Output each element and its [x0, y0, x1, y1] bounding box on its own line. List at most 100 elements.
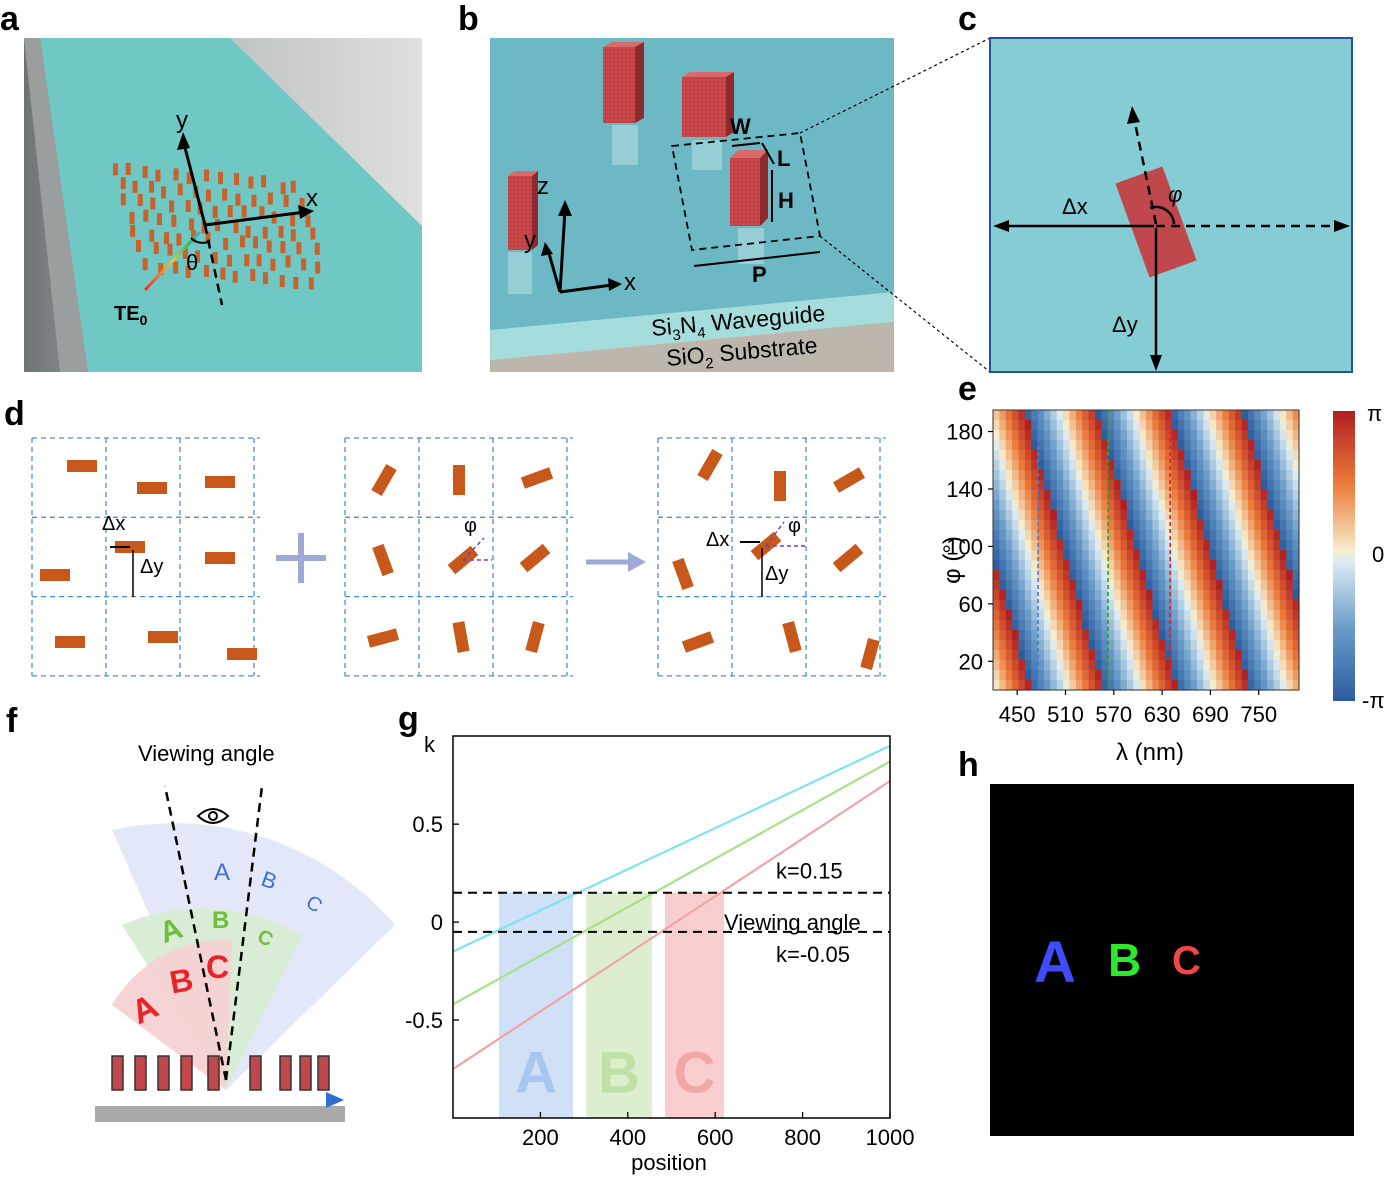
- heatmap-cell: [1056, 500, 1064, 511]
- nanopillar: [201, 221, 207, 234]
- heatmap-cell: [1082, 560, 1090, 571]
- heatmap-cell: [1139, 510, 1147, 521]
- heatmap-cell: [1050, 680, 1058, 691]
- heatmap-cell: [1222, 670, 1230, 681]
- heatmap-cell: [1152, 590, 1160, 601]
- heatmap-cell: [1024, 480, 1032, 491]
- heatmap-cell: [1177, 550, 1185, 561]
- heatmap-cell: [1044, 490, 1051, 501]
- heatmap-cell: [1018, 530, 1026, 541]
- heatmap-cell: [1241, 640, 1249, 651]
- heatmap-cell: [1018, 580, 1026, 591]
- heatmap-cell: [999, 480, 1007, 491]
- nanopillar: [240, 235, 246, 248]
- nanopillar: [189, 218, 195, 231]
- heatmap-cell: [1165, 540, 1173, 551]
- heatmap-cell: [1107, 450, 1115, 461]
- heatmap-cell: [1044, 650, 1051, 661]
- heatmap-cell: [1133, 520, 1141, 531]
- heatmap-cell: [1152, 650, 1160, 661]
- heatmap-cell: [1203, 610, 1211, 621]
- heatmap-cell: [1267, 680, 1275, 691]
- heatmap-cell: [1235, 510, 1243, 521]
- threshold-label: k=-0.05: [776, 942, 850, 967]
- heatmap-cell: [1133, 450, 1141, 461]
- band-A: [498, 892, 574, 1118]
- heatmap-cell: [1273, 620, 1281, 631]
- heatmap-cell: [1235, 600, 1243, 611]
- heatmap-cell: [1228, 610, 1236, 621]
- heatmap-cell: [1216, 460, 1224, 471]
- nanopillar: [215, 219, 221, 232]
- heatmap-cell: [1152, 420, 1160, 431]
- heatmap-cell: [1241, 680, 1249, 691]
- nanopillar: [832, 543, 864, 573]
- heatmap-cell: [1095, 670, 1102, 681]
- heatmap-cell: [1063, 640, 1071, 651]
- heatmap-cell: [1209, 660, 1217, 671]
- heatmap-cell: [1031, 520, 1039, 531]
- heatmap-cell: [1031, 470, 1039, 481]
- heatmap-cell: [1037, 460, 1045, 471]
- heatmap-cell: [1146, 680, 1153, 691]
- heatmap-cell: [1286, 440, 1294, 451]
- heatmap-cell: [1267, 650, 1275, 661]
- heatmap-cell: [1050, 440, 1058, 451]
- heatmap-cell: [1209, 520, 1217, 531]
- heatmap-cell: [999, 430, 1007, 441]
- heatmap-cell: [1209, 600, 1217, 611]
- heatmap-cell: [1082, 540, 1090, 551]
- heatmap-cell: [1101, 510, 1109, 521]
- heatmap-cell: [1279, 430, 1287, 441]
- heatmap-cell: [1120, 510, 1128, 521]
- heatmap-cell: [1012, 420, 1020, 431]
- heatmap-cell: [1044, 640, 1051, 651]
- heatmap-cell: [1063, 560, 1071, 571]
- heatmap-cell: [1241, 540, 1249, 551]
- nanopillar: [259, 206, 265, 219]
- heatmap-cell: [1267, 540, 1275, 551]
- heatmap-cell: [1171, 490, 1179, 501]
- plot-frame: [452, 735, 891, 1119]
- heatmap-cell: [1082, 640, 1090, 651]
- heatmap-cell: [1165, 610, 1173, 621]
- heatmap-cell: [1165, 470, 1173, 481]
- heatmap-cell: [1044, 520, 1051, 531]
- phi-label-grid2: φ: [464, 515, 477, 537]
- heatmap-cell: [1279, 580, 1287, 591]
- heatmap-cell: [1037, 500, 1045, 511]
- heatmap-cell: [1107, 520, 1115, 531]
- nanopillar: [158, 262, 164, 275]
- heatmap-cell: [1133, 640, 1141, 651]
- heatmap-cell: [1197, 490, 1204, 501]
- heatmap-cell: [1114, 560, 1122, 571]
- heatmap-cell: [1254, 440, 1262, 451]
- nanopillar: [250, 268, 256, 281]
- heatmap-cell: [1063, 490, 1071, 501]
- heatmap-cell: [1279, 550, 1287, 561]
- heatmap-cell: [1107, 470, 1115, 481]
- heatmap-cell: [1286, 480, 1294, 491]
- heatmap-cell: [1190, 500, 1198, 511]
- heatmap-cell: [1069, 620, 1077, 631]
- heatmap-cell: [1184, 550, 1192, 561]
- heatmap-cell: [1146, 430, 1153, 441]
- heatmap-cell: [1228, 670, 1236, 681]
- heatmap-cell: [1146, 520, 1153, 531]
- heatmap-cell: [1044, 570, 1051, 581]
- heatmap-cell: [1056, 660, 1064, 671]
- heatmap-cell: [1171, 470, 1179, 481]
- heatmap-cell: [1101, 440, 1109, 451]
- heatmap-cell: [1126, 470, 1134, 481]
- heatmap-cell: [1158, 640, 1166, 651]
- heatmap-cell: [1063, 420, 1071, 431]
- heatmap-cell: [1069, 560, 1077, 571]
- heatmap-cell: [1133, 610, 1141, 621]
- heatmap-cell: [1050, 430, 1058, 441]
- heatmap-cell: [1044, 430, 1051, 441]
- heatmap-cell: [1292, 450, 1300, 461]
- heatmap-cell: [1241, 590, 1249, 601]
- heatmap-cell: [1152, 570, 1160, 581]
- heatmap-cell: [1056, 450, 1064, 461]
- heatmap-cell: [1254, 630, 1262, 641]
